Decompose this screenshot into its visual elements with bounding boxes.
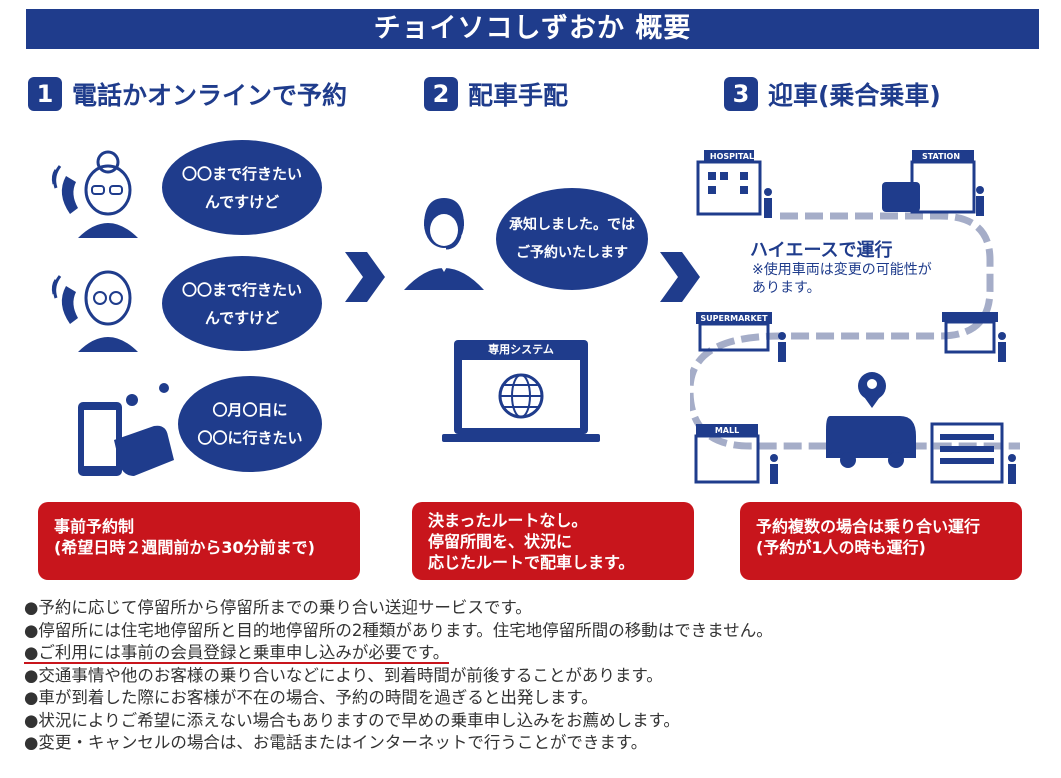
hiace-note-line-1: ※使用車両は変更の可能性が [752,262,932,278]
hospital-label: HOSPITAL [709,152,755,161]
note-item: ●車が到着した際にお客様が不在の場合、予約の時間を過ぎると出発します。 [24,688,598,707]
operator-line-1: 承知しました。では [509,217,635,233]
box-2-line-3: 応じたルートで配車します。 [428,553,635,572]
box-3-line-1: 予約複数の場合は乗り合い運行 [756,517,981,536]
speech-bubble-1: 〇〇まで行きたいんですけど [162,140,322,235]
box-1-line-1: 事前予約制 [54,517,135,536]
bus-icon [826,416,916,468]
bubble-3-line-1: 〇月〇日に [212,401,288,419]
info-box-2: 決まったルートなし。 停留所間を、状況に 応じたルートで配車します。 [412,502,694,580]
step-2: 2 配車手配 [424,76,568,112]
arrow-right-icon [345,252,385,302]
info-box-1: 事前予約制 (希望日時２週間前から30分前まで) [38,502,360,580]
elderly-man-icon [51,270,138,352]
phone-icon [51,275,78,324]
box-2-line-2: 停留所間を、状況に [428,532,573,551]
step-1-label: 電話かオンラインで予約 [72,81,348,110]
bubble-2-line-2: んですけど [204,308,280,327]
operator-icon [404,197,484,290]
note-item: ●予約に応じて停留所から停留所までの乗り合い送迎サービスです。 [24,598,532,617]
bubble-2-line-1: 〇〇まで行きたい [181,280,302,299]
phone-icon [51,165,78,214]
bubble-1-line-1: 〇〇まで行きたい [181,164,302,183]
laptop-icon [442,340,600,442]
person-icon [764,186,1016,484]
box-1-line-2: (希望日時２週間前から30分前まで) [54,538,315,557]
operator-line-2: ご予約いたします [516,245,628,261]
route-map [690,150,1020,484]
step-3: 3 迎車(乗合乗車) [724,76,941,112]
step-2-label: 配車手配 [468,81,569,110]
info-box-3: 予約複数の場合は乗り合い運行 (予約が1人の時も運行) [740,502,1022,580]
box-3-line-2: (予約が1人の時も運行) [756,538,926,557]
step-2-number: 2 [424,77,458,111]
station-label: STATION [921,152,961,161]
step-3-number: 3 [724,77,758,111]
note-item: ●変更・キャンセルの場合は、お電話またはインターネットで行うことができます。 [24,733,648,752]
bubble-1-line-2: んですけど [204,192,280,211]
note-item: ●停留所には住宅地停留所と目的地停留所の2種類があります。住宅地停留所間の移動は… [24,620,773,640]
smartphone-icon [78,383,174,476]
laptop-label: 専用システム [488,343,554,356]
box-2-line-1: 決まったルートなし。 [428,511,588,530]
globe-icon [498,373,544,419]
elderly-woman-icon [51,150,138,238]
step-1-number: 1 [28,77,62,111]
operator-speech-bubble: 承知しました。ではご予約いたします [496,188,648,290]
supermarket-label: SUPERMARKET [700,314,768,323]
banner-title: チョイソコしずおか 概要 [26,9,1039,49]
step-1: 1 電話かオンラインで予約 [28,76,347,112]
note-item: ●交通事情や他のお客様の乗り合いなどにより、到着時間が前後することがあります。 [24,665,663,685]
location-pin-icon [858,372,886,408]
note-item: ●状況によりご希望に添えない場合もありますので早めの乗車申し込みをお薦めします。 [24,710,680,730]
hiace-note-line-2: あります。 [752,280,821,296]
mall-label: MALL [714,426,740,435]
notes-list: ●予約に応じて停留所から停留所までの乗り合い送迎サービスです。 ●停留所には住宅… [24,597,1054,755]
speech-bubble-3: 〇月〇日に〇〇に行きたい [178,376,322,472]
step-3-label: 迎車(乗合乗車) [768,81,941,110]
hiace-title: ハイエースで運行 [750,240,893,261]
arrow-right-icon [660,252,700,302]
speech-bubble-2: 〇〇まで行きたいんですけど [162,256,322,351]
note-item-underlined: ●ご利用には事前の会員登録と乗車申し込みが必要です。 [24,643,450,664]
bubble-3-line-2: 〇〇に行きたい [197,429,303,447]
